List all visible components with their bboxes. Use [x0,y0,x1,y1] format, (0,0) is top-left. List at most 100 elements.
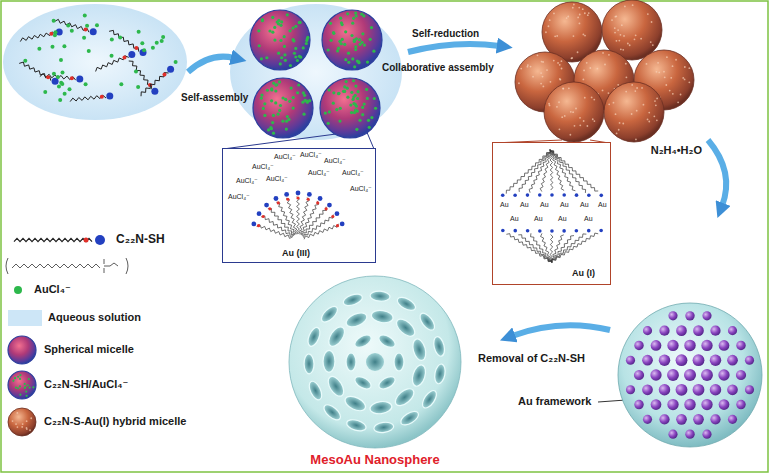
oxidation-state: Au (III) [281,249,311,259]
reagent-label: N₂H₄•H₂O [651,144,702,156]
surfactant-molecule [70,93,113,102]
ion-label: AuCl₄⁻ [251,163,275,171]
template-micelle [676,354,688,366]
surfactant-chain [257,225,293,239]
template-micelle [745,356,754,365]
structural-formula [6,258,128,274]
process-arrow [408,44,500,52]
aucl4-ion [82,36,86,40]
aucl4-ion [87,49,91,53]
template-micelle [702,311,711,320]
surfactant-molecule [55,19,97,35]
template-micelle [710,414,720,424]
ion-label: AuCl₄⁻ [265,175,289,183]
legend-molecule [14,235,105,245]
mesopore [394,353,404,371]
inset-box: AuCl₄⁻AuCl₄⁻AuCl₄⁻AuCl₄⁻AuCl₄⁻AuCl₄⁻AuCl… [222,148,376,263]
aucl4-ion [43,90,47,94]
template-micelle [719,399,730,410]
aucl4-ion [118,35,122,39]
template-micelle [701,369,713,381]
aucl4-ion [70,29,74,33]
mesopore [326,324,348,349]
template-micelle [693,414,704,425]
aqueous-solution [3,4,187,120]
ion-label: Au [559,201,570,209]
aucl4-ion [137,30,141,34]
aucl4-ion [52,19,56,23]
aucl4-ion [85,24,89,28]
template-micelle [727,355,738,366]
surfactant-chain [268,209,295,235]
inset-ground [492,142,610,285]
ion-label: AuCl₄⁻ [227,193,251,201]
aucl4-ion [59,58,63,62]
mesopore [433,363,446,384]
surfactant-chain [540,150,551,192]
leader-line [598,400,626,402]
mesopore [321,402,343,423]
template-micelle [659,384,670,395]
aucl4-ion [58,98,62,102]
mesopore [393,316,417,340]
mesopore [370,309,394,324]
ion-label: AuCl₄⁻ [273,153,297,161]
mesopore [353,332,374,350]
micelle [320,78,380,138]
aucl4-ion [110,38,114,42]
mesopore [323,350,335,372]
template-micelle [684,340,695,351]
mesopore [392,386,417,409]
ion-label: AuCl₄⁻ [299,151,323,159]
mesopore [398,409,420,428]
micelle [250,10,310,70]
aucl4-ion [140,41,144,45]
aucl4-ion [142,48,146,52]
aucl4-ion [52,72,56,76]
mesopore [307,379,325,401]
aucl4-ion [161,35,165,39]
template-micelle [668,430,677,439]
surfactant-chain [541,233,553,261]
template-micelle [685,429,694,438]
template-micelle [642,384,653,395]
surfactant-chain [261,216,294,236]
ion-label: Au [533,215,544,223]
template-micelle [702,430,711,439]
template-micelle [634,370,644,380]
mesopore [417,311,437,333]
mesopore [306,326,323,348]
legend-text: AuCl₄⁻ [34,283,71,295]
template-micelle [693,384,705,396]
ion-label: Au [499,201,510,209]
template-micelle [676,325,687,336]
aucl4-ion [68,87,72,91]
mesopore [345,418,367,433]
template-micelle [693,325,704,336]
aqueous-solution [230,4,402,140]
mesopore [370,290,391,301]
template-micelle [745,385,754,394]
template-micelle [701,399,712,410]
template-micelle [651,399,662,410]
inset-box: AuAuAuAuAuAuAuAuAuAuAu (I) [492,142,611,285]
hybrid-micelle [8,408,36,436]
template-micelle [736,370,746,380]
template-micelle [718,369,729,380]
mesopore [395,295,417,313]
aucl4-ion [23,59,27,63]
compound-name: C₂₂N-SH [116,233,165,246]
template-micelle [659,354,670,365]
template-micelle [728,415,737,424]
aucl4-ion [63,92,67,96]
ion-swatch [14,286,22,294]
mesopore [432,336,446,358]
mesopore [377,374,398,392]
aucl4-ion [119,82,123,86]
template-micelle [719,340,730,351]
surfactant-chain [297,197,300,235]
template-micelle [659,326,669,336]
surfactant-chain [286,198,298,234]
mesopore [319,304,340,325]
